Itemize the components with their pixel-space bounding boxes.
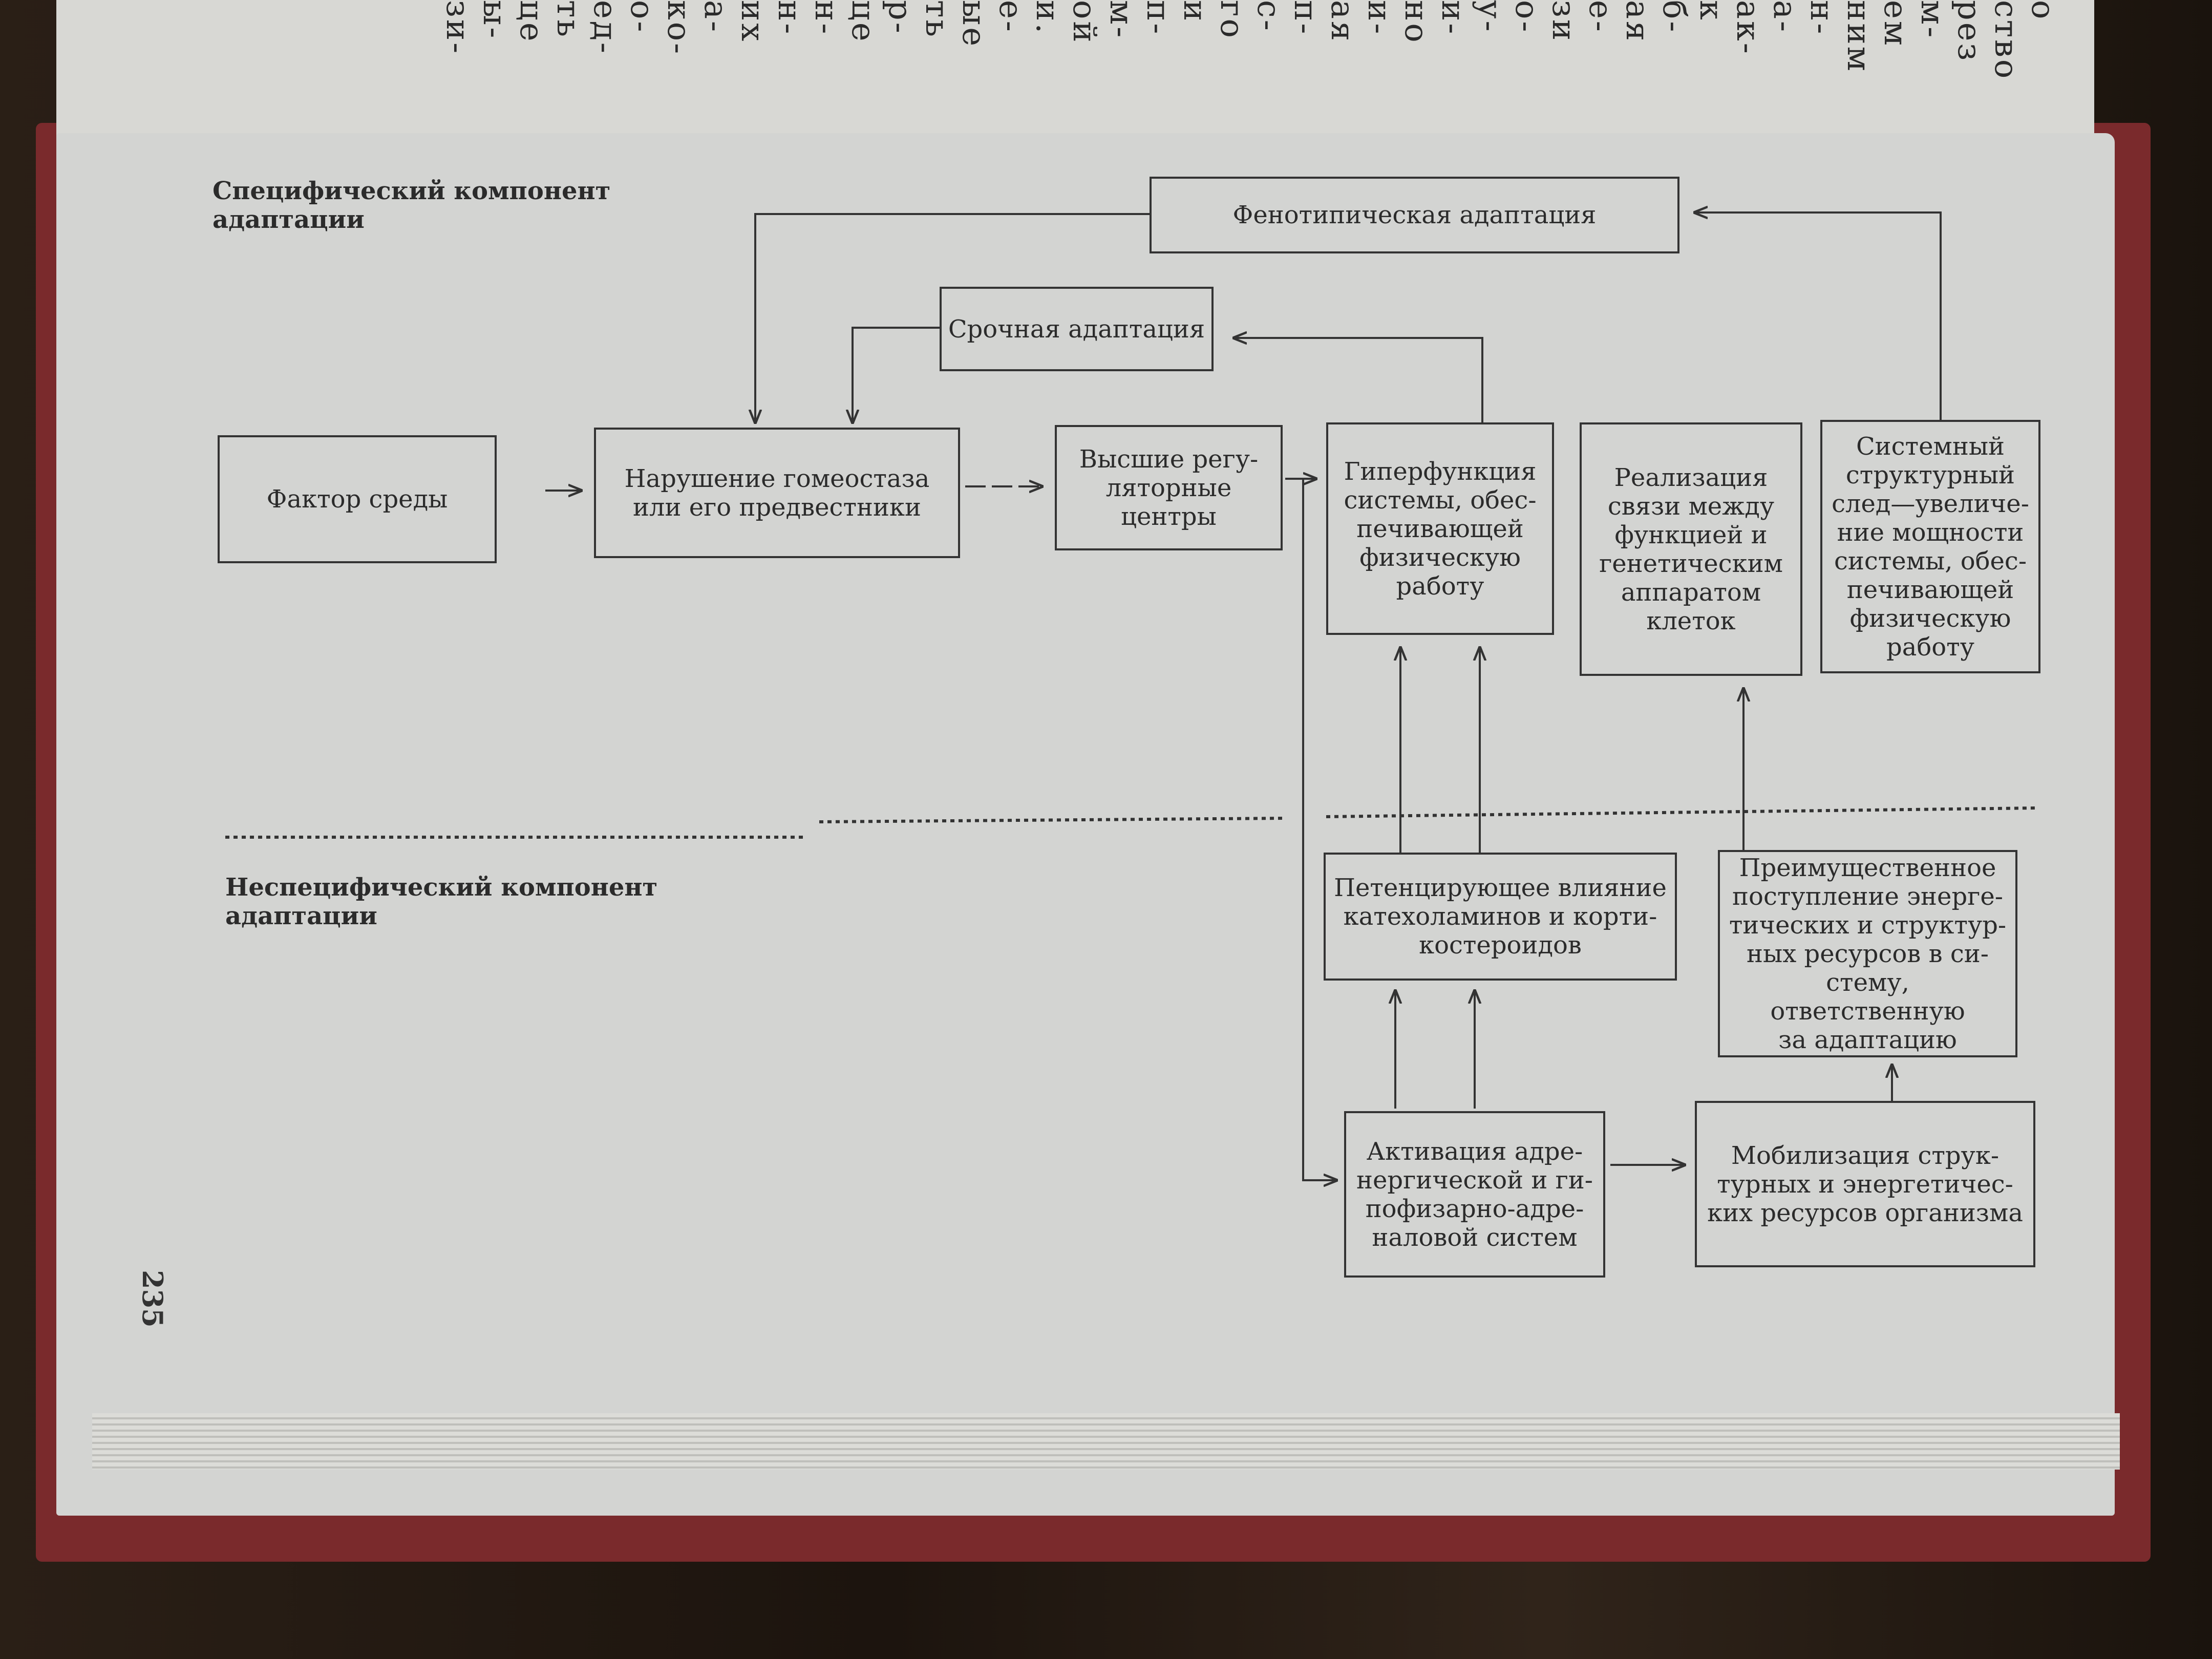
upper-page-fragment: но — [1398, 0, 1435, 45]
activation-box: Активация адре- нергической и ги- пофиза… — [1344, 1111, 1605, 1278]
factor-box: Фактор среды — [218, 435, 497, 563]
nonspecific-component-label: Неспецифический компонент адаптации — [225, 873, 658, 930]
arrow-trace-to-phenotypic — [1695, 212, 1942, 420]
upper-page-fragment: к — [1693, 0, 1730, 22]
upper-page-fragment: р- — [882, 0, 919, 35]
upper-page-fragment: це — [513, 0, 550, 44]
preferential-supply-text: Преимущественное поступление энерге- тич… — [1729, 853, 2007, 1054]
factor-text: Фактор среды — [266, 485, 448, 514]
preferential-supply-box: Преимущественное поступление энерге- тич… — [1718, 850, 2017, 1057]
phenotypic-adaptation-box: Фенотипическая адаптация — [1150, 177, 1679, 253]
book-page — [56, 133, 2115, 1516]
phenotypic-adaptation-text: Фенотипическая адаптация — [1232, 201, 1597, 229]
arrow-urgent-to-homeostasis — [853, 327, 940, 422]
upper-page-fragment: ко- — [661, 0, 698, 56]
arrow-phenotypic-to-homeostasis — [755, 213, 1150, 422]
arrow-centers-to-activation — [1302, 479, 1336, 1180]
upper-page-fragment: ть — [919, 0, 956, 39]
upper-page-fragment: зи- — [439, 0, 477, 56]
upper-page-fragment: рез — [1951, 0, 1988, 63]
upper-page-fragment: н- — [771, 0, 809, 36]
regulatory-centers-text: Высшие регу- ляторные центры — [1079, 444, 1259, 531]
page-number: 235 — [136, 1270, 169, 1328]
upper-page-fragment: це — [845, 0, 882, 44]
hyperfunction-text: Гиперфункция системы, обес- печивающей ф… — [1344, 457, 1537, 601]
realization-text: Реализация связи между функцией и генети… — [1599, 463, 1783, 635]
upper-page-fragment: ой — [1066, 0, 1103, 45]
upper-page-fragment: м- — [1103, 0, 1140, 40]
upper-page-fragment: с- — [1250, 0, 1288, 33]
upper-page-fragment: о — [2025, 0, 2062, 22]
arrow-hyperfunction-to-urgent — [1234, 338, 1483, 422]
upper-page-fragment: н- — [808, 0, 845, 36]
upper-page-fragment: ним — [1840, 0, 1878, 73]
upper-page-fragment: го — [1214, 0, 1251, 40]
upper-page-fragment: е- — [992, 0, 1030, 34]
upper-page-fragment: ед- — [587, 0, 624, 55]
upper-page-fragment: н- — [1803, 0, 1841, 36]
upper-page-fragment: ая — [1619, 0, 1656, 44]
upper-page-fragment: б- — [1656, 0, 1693, 34]
upper-page-fragment: ть — [550, 0, 587, 39]
activation-text: Активация адре- нергической и ги- пофиза… — [1356, 1137, 1593, 1252]
upper-page-fragment: у- — [1472, 0, 1509, 34]
upper-page-fragment: а- — [1767, 0, 1804, 34]
upper-page-fragment: ем — [1877, 0, 1915, 48]
upper-page-fragment: и — [1177, 0, 1214, 24]
upper-page-fragment: п- — [1287, 0, 1325, 36]
upper-page-fragment: е- — [1582, 0, 1620, 34]
mobilization-text: Мобилизация струк- турных и энергетичес-… — [1707, 1141, 2023, 1227]
upper-page-fragment: ая — [1324, 0, 1362, 44]
potentiating-influence-text: Петенцирующее влияние катехоламинов и ко… — [1334, 874, 1667, 960]
upper-page-fragment: о- — [1508, 0, 1546, 34]
upper-page-fragment: м- — [1914, 0, 1951, 40]
upper-page-fragment: и- — [1361, 0, 1398, 36]
page-edges — [92, 1413, 2120, 1470]
divider-middle — [819, 817, 1283, 823]
upper-page-fragment: ство — [1988, 0, 2025, 81]
hyperfunction-box: Гиперфункция системы, обес- печивающей ф… — [1326, 422, 1554, 635]
structural-trace-box: Системный структурный след—увеличе- ние … — [1820, 420, 2040, 673]
mobilization-box: Мобилизация струк- турных и энергетичес-… — [1695, 1101, 2035, 1267]
structural-trace-text: Системный структурный след—увеличе- ние … — [1832, 432, 2029, 662]
realization-box: Реализация связи между функцией и генети… — [1580, 422, 1802, 676]
divider-right — [1326, 806, 2036, 818]
upper-page-fragment: их — [734, 0, 772, 44]
upper-page-fragment: ы- — [476, 0, 514, 40]
homeostasis-box: Нарушение гомеостаза или его предвестник… — [594, 428, 960, 558]
upper-page-fragment: зи — [1545, 0, 1583, 43]
upper-page-fragment: ак- — [1730, 0, 1767, 56]
upper-page-fragment: п- — [1140, 0, 1177, 36]
upper-page-fragment: ые — [955, 0, 993, 49]
upper-page-fragment: и. — [1029, 0, 1067, 36]
specific-component-label: Специфический компонент адаптации — [212, 177, 611, 234]
regulatory-centers-box: Высшие регу- ляторные центры — [1055, 425, 1283, 550]
upper-page-fragment: и- — [1435, 0, 1472, 36]
upper-page-fragment: о- — [624, 0, 661, 34]
homeostasis-text: Нарушение гомеостаза или его предвестник… — [624, 464, 930, 522]
urgent-adaptation-text: Срочная адаптация — [948, 314, 1205, 344]
urgent-adaptation-box: Срочная адаптация — [940, 287, 1214, 371]
potentiating-influence-box: Петенцирующее влияние катехоламинов и ко… — [1324, 853, 1677, 981]
upper-page-fragment: а- — [697, 0, 735, 34]
